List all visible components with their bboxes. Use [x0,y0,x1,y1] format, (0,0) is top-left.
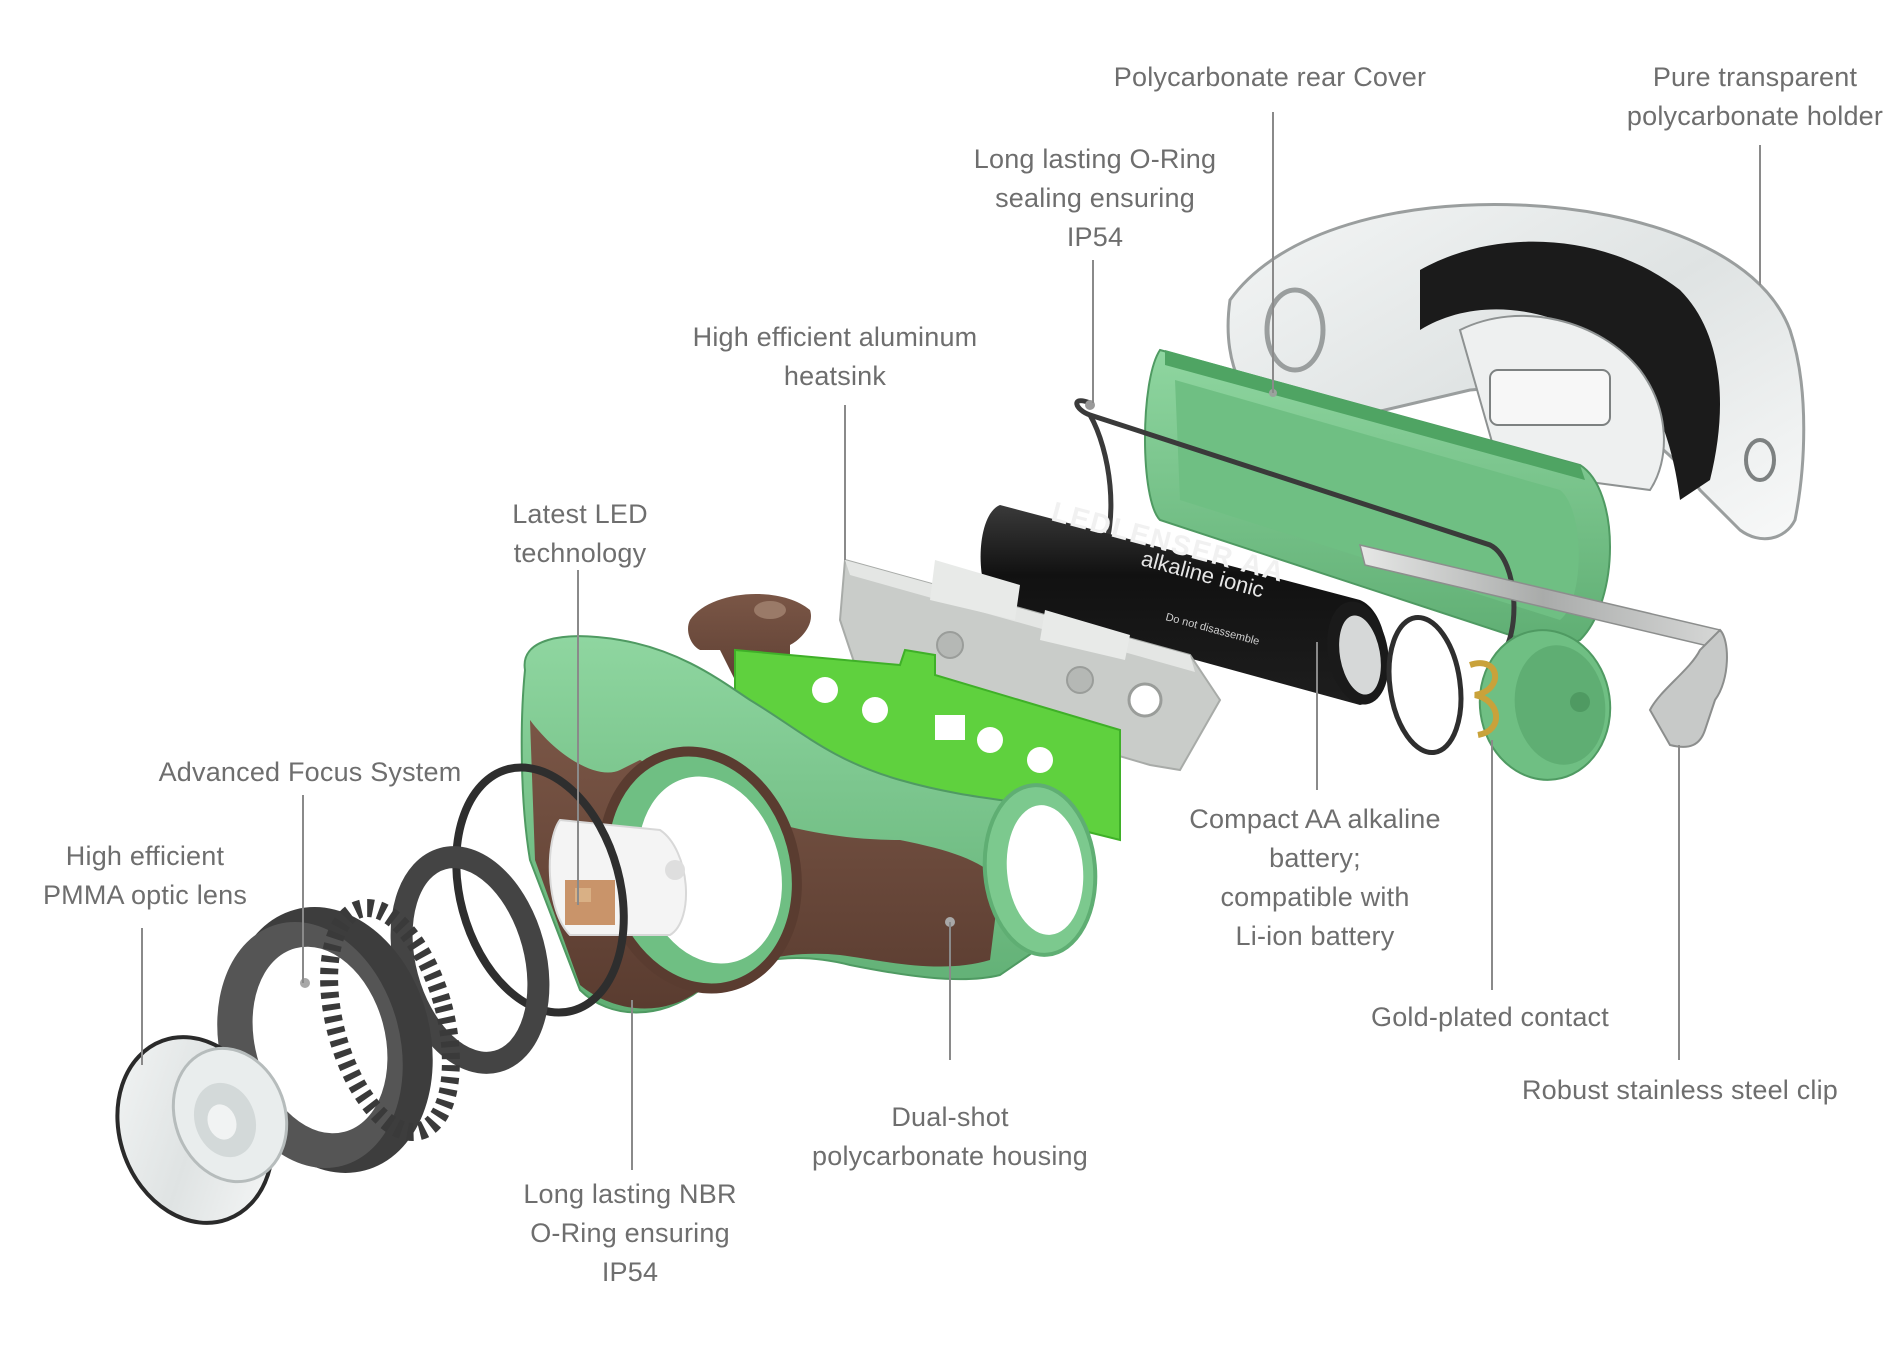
callout-led: Latest LED technology [480,495,680,573]
callout-line: Pure transparent [1652,62,1858,92]
callout-optic-lens: High efficient PMMA optic lens [20,837,270,915]
transparent-holder-part [1226,203,1806,541]
callout-nbr-oring: Long lasting NBR O-Ring ensuring IP54 [505,1175,755,1292]
callout-line: High efficient aluminum [692,322,978,352]
callout-line: Robust stainless steel clip [1521,1075,1839,1105]
callout-line: battery; [1269,843,1361,873]
callout-steel-clip: Robust stainless steel clip [1500,1071,1860,1110]
nbr-oring-part [452,763,628,1017]
callout-line: High efficient [65,841,225,871]
callout-line: Gold-plated contact [1371,1002,1609,1032]
callout-line: IP54 [1066,222,1124,252]
callout-heatsink: High efficient aluminum heatsink [665,318,1005,396]
callout-rear-cover: Polycarbonate rear Cover [1090,58,1450,97]
callout-line: Long lasting O-Ring [973,144,1217,174]
callout-line: Li-ion battery [1235,921,1395,951]
optic-lens-part [115,1035,289,1225]
aa-battery-part: LEDLENSER AA alkaline ionic Do not disas… [980,496,1389,705]
callout-line: Dual-shot [891,1102,1009,1132]
callout-line: PMMA optic lens [42,880,248,910]
callout-line: O-Ring ensuring [530,1218,730,1248]
callout-line: Latest LED [512,499,648,529]
gold-contact-part [1469,629,1612,781]
callout-battery: Compact AA alkaline battery; compatible … [1160,800,1470,956]
callout-line: Advanced Focus System [158,757,462,787]
callout-line: IP54 [601,1257,659,1287]
callout-line: polycarbonate housing [812,1141,1088,1171]
callout-line: polycarbonate holder [1626,101,1884,131]
callout-line: Compact AA alkaline [1189,804,1441,834]
callout-rear-oring: Long lasting O-Ring sealing ensuring IP5… [945,140,1245,257]
callout-gold-contact: Gold-plated contact [1340,998,1640,1037]
steel-clip-part [1358,543,1728,748]
callout-transparent-holder: Pure transparent polycarbonate holder [1590,58,1898,136]
leader-lines [141,112,1761,1170]
heatsink-part [838,558,1222,772]
callout-line: Polycarbonate rear Cover [1113,62,1427,92]
battery-oring-part [1386,614,1464,756]
callout-line: sealing ensuring [995,183,1195,213]
callout-line: compatible with [1220,882,1410,912]
callout-line: Long lasting NBR [523,1179,737,1209]
callout-line: technology [513,538,647,568]
callout-line: heatsink [783,361,887,391]
callout-housing: Dual-shot polycarbonate housing [780,1098,1120,1176]
callout-focus-system: Advanced Focus System [140,753,480,792]
